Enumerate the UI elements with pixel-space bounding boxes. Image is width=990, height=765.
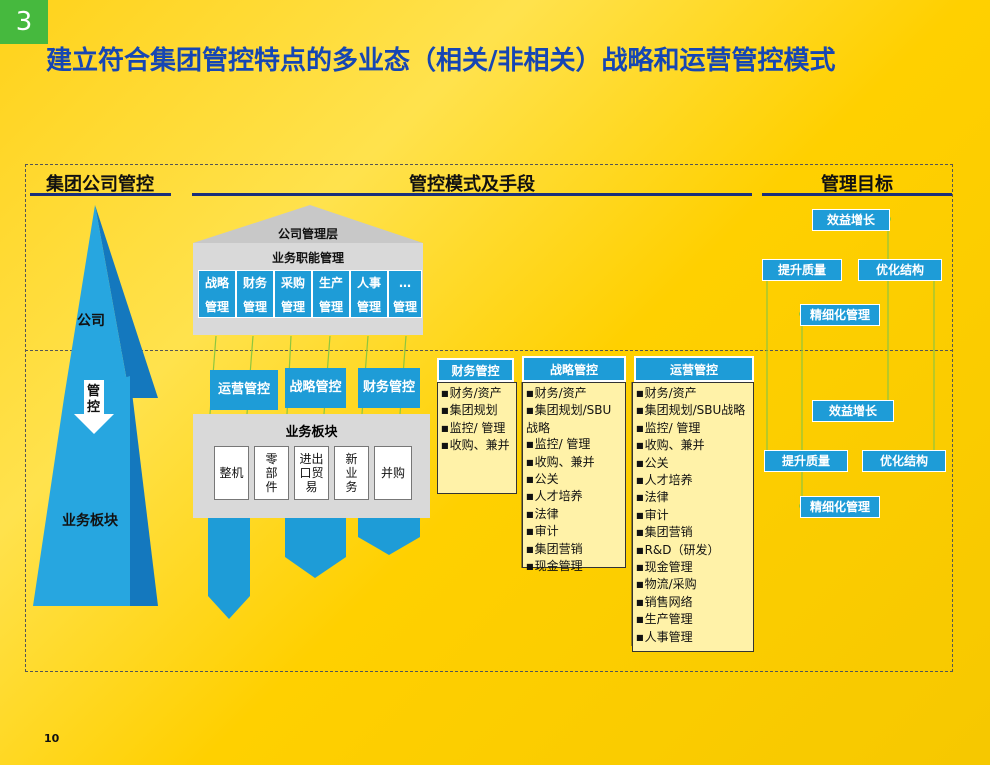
goal-quality-bottom: 提升质量 [764, 450, 848, 472]
chevron-arrow-3 [358, 518, 420, 555]
function-cell-hr[interactable]: 人事 管理 [350, 270, 388, 318]
function-top: 财务 [242, 276, 267, 290]
function-bottom: 管理 [280, 300, 305, 314]
function-top: … [399, 276, 411, 290]
list-item: 公关 [636, 455, 750, 472]
function-bottom: 管理 [392, 300, 417, 314]
chevron-arrow-1 [208, 518, 250, 619]
control-char-1: 管 [87, 384, 101, 399]
pyramid-base-front [33, 376, 130, 606]
list-item: 监控/ 管理 [526, 436, 622, 453]
hq-roof [193, 205, 423, 243]
list-item: 集团规划/SBU战略 [526, 402, 622, 436]
function-cell-purchasing[interactable]: 采购 管理 [274, 270, 312, 318]
segment-complete-machine[interactable]: 整机 [214, 446, 249, 500]
segment-panel-label: 业务板块 [285, 425, 338, 440]
mode-tab-financial[interactable]: 财务管控 [358, 368, 420, 408]
list-item: 收购、兼并 [441, 437, 513, 454]
function-cell-more[interactable]: … 管理 [388, 270, 422, 318]
list-item: 公关 [526, 471, 622, 488]
list-item: 集团营销 [636, 524, 750, 541]
goal-refine-bottom: 精细化管理 [800, 496, 880, 518]
list-item: 审计 [526, 523, 622, 540]
pyramid-front-face [64, 205, 130, 398]
goal-benefit-bottom: 效益增长 [812, 400, 894, 422]
list-item: 生产管理 [636, 611, 750, 628]
list-item: 集团营销 [526, 541, 622, 558]
slide-title: 建立符合集团管控特点的多业态（相关/非相关）战略和运营管控模式 [46, 46, 836, 76]
list-item: 集团规划 [441, 402, 513, 419]
column-financial-list: 财务/资产 集团规划 监控/ 管理 收购、兼并 [437, 382, 517, 494]
header-group-control: 集团公司管控 [46, 174, 154, 195]
list-item: 法律 [636, 489, 750, 506]
function-top: 采购 [280, 276, 305, 290]
header-goals: 管理目标 [821, 174, 893, 195]
function-bottom: 管理 [356, 300, 381, 314]
goal-quality-top: 提升质量 [762, 259, 842, 281]
function-cell-finance[interactable]: 财务 管理 [236, 270, 274, 318]
list-item: 人事管理 [636, 629, 750, 646]
list-item: 财务/资产 [636, 385, 750, 402]
column-header-strategic: 战略管控 [522, 356, 626, 382]
function-bottom: 管理 [318, 300, 343, 314]
pyramid-base-side [130, 376, 158, 606]
function-top: 生产 [318, 276, 343, 290]
function-bottom: 管理 [204, 300, 229, 314]
list-item: 财务/资产 [526, 385, 622, 402]
pyramid-back-face [95, 205, 158, 398]
header-underline-right [762, 193, 952, 196]
list-item: R&D（研发） [636, 542, 750, 559]
list-item: 收购、兼并 [636, 437, 750, 454]
hq-label: 公司管理层 [277, 227, 338, 241]
goal-structure-top: 优化结构 [858, 259, 942, 281]
column-strategic-list: 财务/资产 集团规划/SBU战略 监控/ 管理 收购、兼并 公关 人才培养 法律… [522, 382, 626, 573]
function-bottom: 管理 [242, 300, 267, 314]
slide-number-badge: 3 [0, 0, 48, 44]
list-item: 人才培养 [526, 488, 622, 505]
goal-structure-bottom: 优化结构 [862, 450, 946, 472]
goal-benefit-top: 效益增长 [812, 209, 890, 231]
list-item: 集团规划/SBU战略 [636, 402, 750, 419]
mode-tab-operational[interactable]: 运营管控 [210, 370, 278, 410]
header-underline-left [30, 193, 171, 196]
list-item: 监控/ 管理 [441, 420, 513, 437]
function-panel-label: 业务职能管理 [271, 251, 344, 265]
list-item: 销售网络 [636, 594, 750, 611]
function-cell-strategy[interactable]: 战略 管理 [198, 270, 236, 318]
segment-import-export[interactable]: 进出口贸易 [294, 446, 329, 500]
mode-tab-strategic[interactable]: 战略管控 [285, 368, 346, 408]
list-item: 审计 [636, 507, 750, 524]
segment-parts[interactable]: 零部件 [254, 446, 289, 500]
page-number: 10 [44, 732, 60, 745]
diagram-frame [25, 164, 953, 672]
header-underline-middle [192, 193, 752, 196]
list-item: 物流/采购 [636, 576, 750, 593]
list-item: 收购、兼并 [526, 454, 622, 471]
company-label: 公司 [77, 313, 105, 329]
control-char-2: 控 [87, 400, 101, 415]
segment-new-business[interactable]: 新业务 [334, 446, 369, 500]
control-down-arrow [74, 380, 114, 434]
function-top: 人事 [356, 276, 381, 290]
list-item: 现金管理 [526, 558, 622, 575]
list-item: 现金管理 [636, 559, 750, 576]
header-control-modes: 管控模式及手段 [409, 174, 535, 195]
segment-ma[interactable]: 并购 [374, 446, 412, 500]
column-header-operational: 运营管控 [634, 356, 754, 382]
list-item: 财务/资产 [441, 385, 513, 402]
goal-refine-top: 精细化管理 [800, 304, 880, 326]
list-item: 监控/ 管理 [636, 420, 750, 437]
list-item: 人才培养 [636, 472, 750, 489]
column-operational-list: 财务/资产 集团规划/SBU战略 监控/ 管理 收购、兼并 公关 人才培养 法律… [632, 382, 754, 652]
column-header-financial: 财务管控 [437, 358, 514, 382]
function-top: 战略 [204, 276, 229, 290]
chevron-arrow-2 [285, 518, 346, 578]
function-cell-production[interactable]: 生产 管理 [312, 270, 350, 318]
segment-label: 业务板块 [62, 513, 118, 529]
list-item: 法律 [526, 506, 622, 523]
divider-line [25, 350, 953, 351]
